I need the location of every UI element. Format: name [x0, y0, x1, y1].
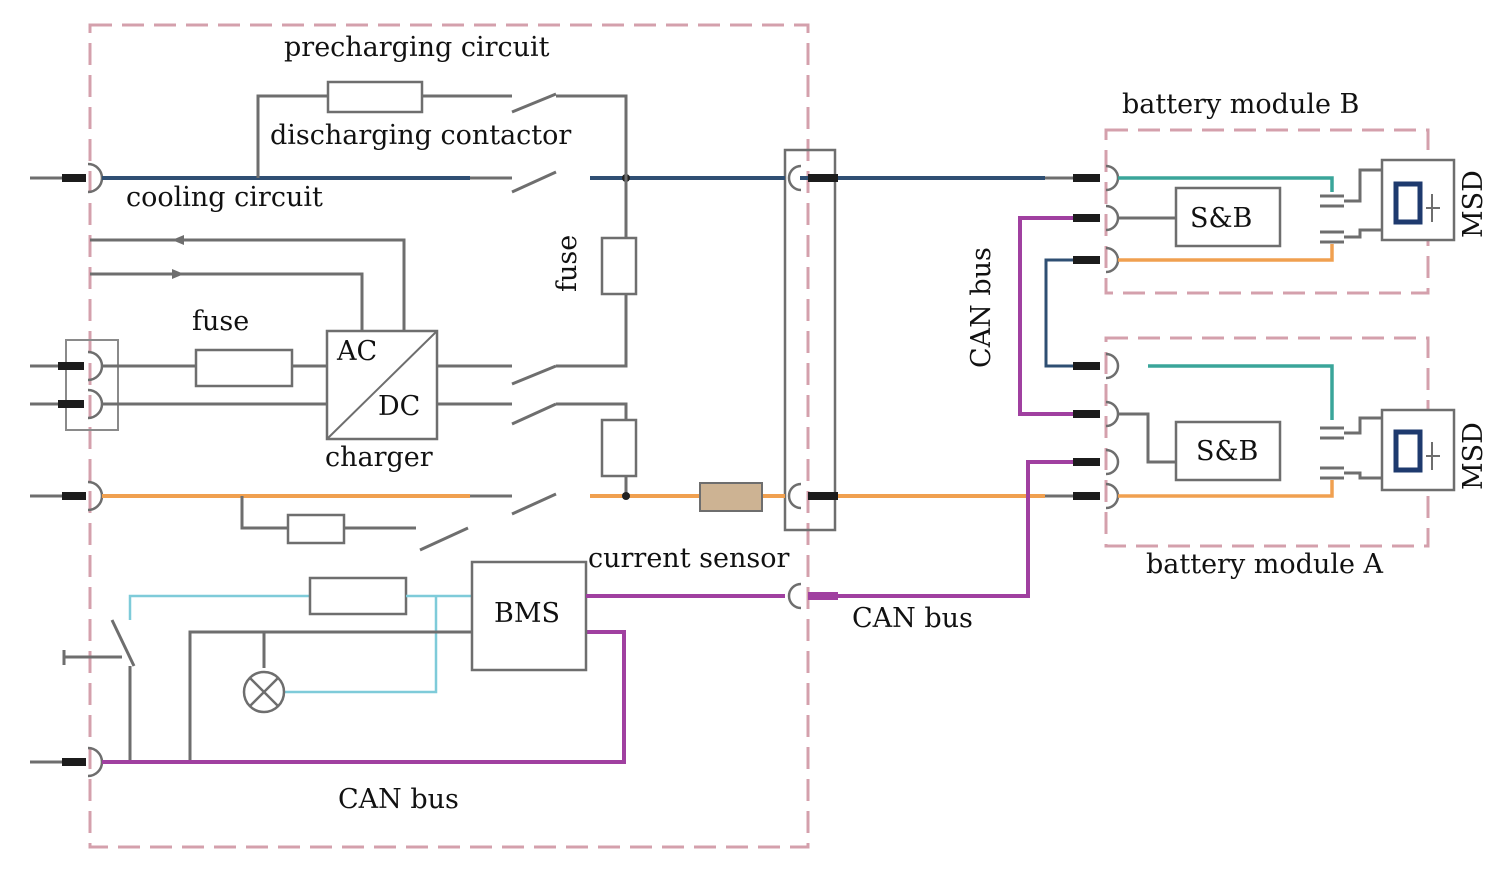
vertical-fuse-top [600, 236, 638, 296]
battery-module-b [1073, 158, 1456, 274]
precharge-resistor [326, 80, 424, 114]
battery-module-a [1073, 352, 1456, 510]
low-voltage-circuit [30, 576, 626, 778]
bms-box [470, 560, 588, 672]
discharge-branch [240, 496, 469, 552]
label-precharging-circuit: precharging circuit [284, 32, 550, 63]
cooling-lines [90, 235, 406, 330]
label-dc: DC [378, 391, 420, 422]
sb-b-box [1174, 186, 1282, 248]
vertical-fuse-bottom [600, 418, 638, 478]
current-sensor-block [699, 482, 763, 512]
can-bus-external [586, 216, 1073, 610]
connector-rail [783, 148, 837, 532]
label-can-bus-middle: CAN bus [852, 603, 973, 634]
label-sb-top: S&B [1190, 203, 1252, 234]
sb-a-box [1174, 420, 1282, 482]
label-current-sensor: current sensor [588, 543, 789, 574]
charger-fuse [194, 348, 294, 388]
label-fuse-horizontal: fuse [192, 306, 249, 337]
charger-block [325, 329, 439, 441]
label-can-bus-vertical: CAN bus [966, 247, 997, 368]
plug-rail-top [787, 164, 802, 192]
junction-box-boundary [88, 23, 810, 849]
label-battery-module-a: battery module A [1146, 549, 1384, 580]
label-fuse-vertical: fuse [552, 235, 583, 292]
label-sb-bottom: S&B [1196, 436, 1258, 467]
label-bms: BMS [494, 598, 560, 629]
label-charger: charger [325, 442, 433, 473]
charging-inlet-pins [30, 350, 104, 420]
charging-inlet [65, 339, 119, 431]
precharging-circuit [256, 80, 628, 178]
plug-rail-bottom [787, 482, 802, 510]
label-ac: AC [336, 336, 377, 367]
label-cooling-circuit: cooling circuit [126, 182, 323, 213]
label-can-bus-bottom: CAN bus [338, 784, 459, 815]
label-msd-bottom: MSD [1458, 422, 1489, 490]
positive-hv-line [30, 480, 1073, 516]
label-msd-top: MSD [1458, 170, 1489, 238]
label-discharging-contactor: discharging contactor [270, 120, 571, 151]
inter-module-link [1044, 258, 1073, 368]
label-battery-module-b: battery module B [1122, 89, 1359, 120]
